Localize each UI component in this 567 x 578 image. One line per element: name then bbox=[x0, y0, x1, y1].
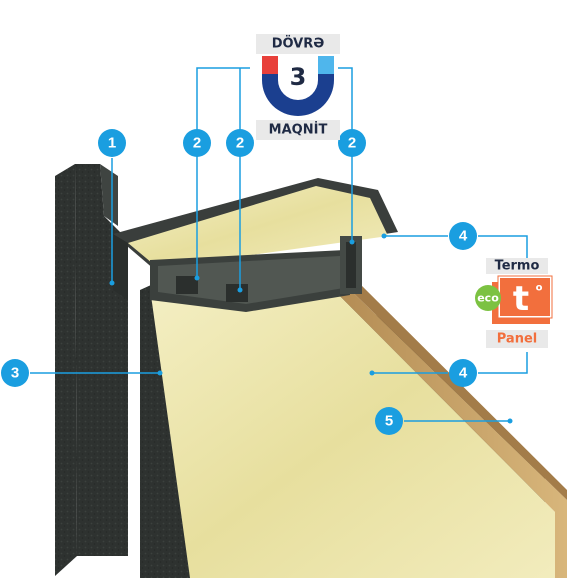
callout-2-right: 2 bbox=[338, 129, 366, 157]
callout-label: 5 bbox=[385, 413, 393, 430]
frame-top-profile bbox=[113, 178, 398, 300]
eco-leaf-icon bbox=[475, 285, 501, 311]
callout-label: 2 bbox=[193, 135, 201, 152]
callout-label: 2 bbox=[348, 135, 356, 152]
callout-5: 5 bbox=[375, 407, 403, 435]
panel-badge-bottom-label: Panel bbox=[497, 332, 537, 347]
callout-1: 1 bbox=[98, 129, 126, 157]
magnet-badge: DÖVRƏ 3 MAQNİT bbox=[256, 34, 340, 140]
callout-4-bottom: 4 bbox=[449, 359, 477, 387]
panel-badge-eco: eco bbox=[477, 292, 499, 305]
callout-label: 3 bbox=[11, 365, 19, 382]
magnet-badge-top-label: DÖVRƏ bbox=[272, 36, 325, 52]
magnet-badge-bottom-label: MAQNİT bbox=[269, 122, 328, 138]
callout-4-top: 4 bbox=[449, 222, 477, 250]
thermo-panel-badge: Termo eco t o Panel bbox=[475, 258, 553, 348]
magnet-seal-profile bbox=[150, 236, 362, 312]
callout-2-left: 2 bbox=[183, 129, 211, 157]
callout-2-middle: 2 bbox=[226, 129, 254, 157]
panel-badge-degree: o bbox=[536, 283, 543, 294]
callout-label: 4 bbox=[459, 228, 468, 245]
callout-label: 1 bbox=[108, 135, 116, 152]
panel-badge-glyph: t bbox=[513, 279, 529, 319]
callout-label: 4 bbox=[459, 365, 468, 382]
magnet-u-icon bbox=[262, 60, 334, 116]
leader-dots bbox=[109, 233, 513, 424]
magnet-red-pole-icon bbox=[262, 56, 278, 74]
callout-3: 3 bbox=[1, 359, 29, 387]
panel-badge-top-label: Termo bbox=[495, 259, 540, 274]
door-frame-jamb bbox=[55, 164, 128, 576]
magnet-blue-pole-icon bbox=[318, 56, 334, 74]
callout-label: 2 bbox=[236, 135, 244, 152]
door-leaf bbox=[140, 274, 567, 578]
magnet-badge-number: 3 bbox=[290, 63, 307, 91]
